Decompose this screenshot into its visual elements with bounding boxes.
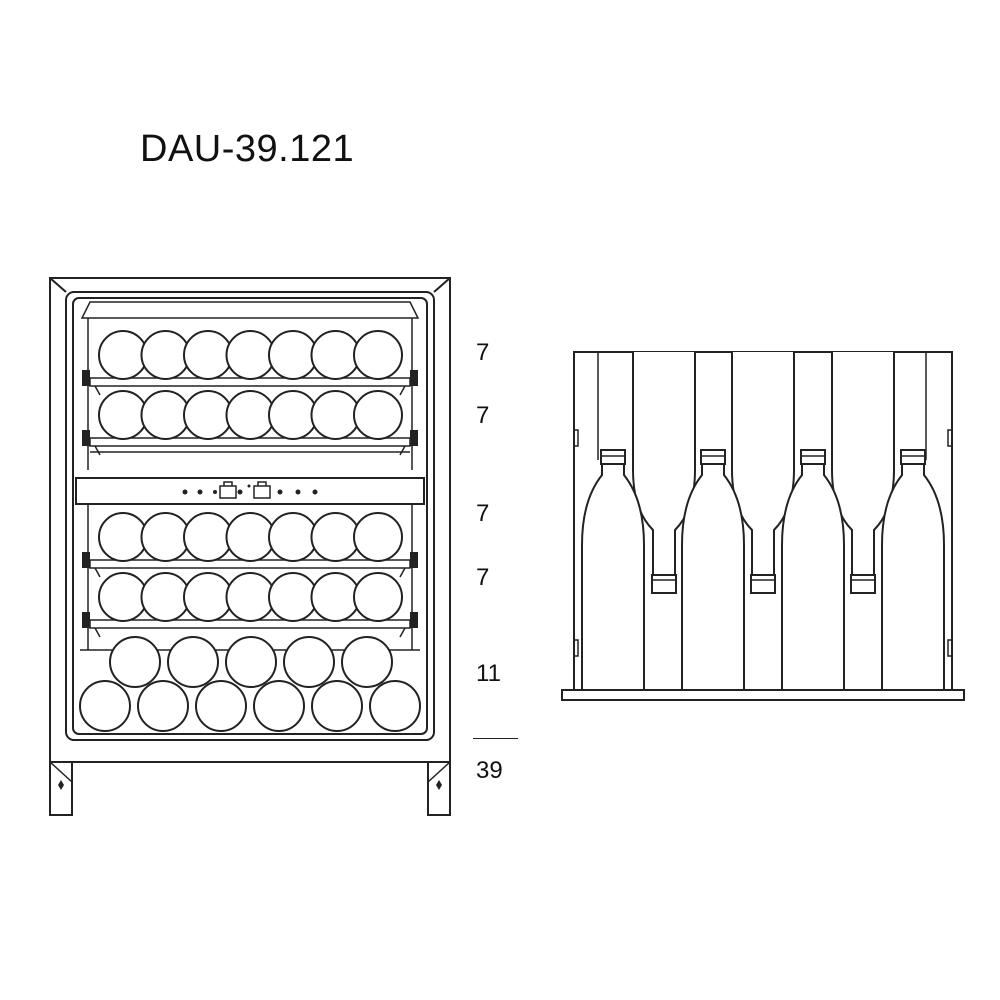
- bottle-end: [353, 330, 403, 380]
- total-divider: [473, 738, 518, 739]
- shelf-count-5: 11: [476, 660, 501, 687]
- bottle-end: [225, 636, 277, 688]
- bottle-end: [195, 680, 247, 732]
- shelf-count-4: 7: [476, 564, 490, 591]
- control-panel: [75, 477, 425, 505]
- bottle-end: [353, 512, 403, 562]
- bottle-end: [369, 680, 421, 732]
- front-bottle: [881, 461, 945, 691]
- bottle-end: [353, 390, 403, 440]
- back-bottle-cap: [651, 574, 677, 594]
- front-bottle-cap: [600, 449, 626, 465]
- door-inner-frame: [72, 297, 428, 735]
- cabinet-outer-frame: [49, 277, 451, 763]
- side-base-shelf: [561, 689, 965, 701]
- shelf-count-3: 7: [476, 500, 490, 527]
- front-bottle: [781, 461, 845, 691]
- back-bottle-cap: [750, 574, 776, 594]
- front-bottle: [681, 461, 745, 691]
- bottle-end: [341, 636, 393, 688]
- bottle-end: [137, 680, 189, 732]
- bottle-end: [353, 572, 403, 622]
- left-leg: [49, 761, 73, 816]
- bottle-end: [253, 680, 305, 732]
- model-title: DAU-39.121: [140, 128, 355, 170]
- shelf-count-1: 7: [476, 339, 490, 366]
- display-left: [219, 485, 237, 499]
- back-bottle-cap: [850, 574, 876, 594]
- front-bottle: [581, 461, 645, 691]
- front-bottle-cap: [800, 449, 826, 465]
- front-bottle-cap: [700, 449, 726, 465]
- display-right: [253, 485, 271, 499]
- bottle-end: [283, 636, 335, 688]
- total-count: 39: [476, 757, 503, 784]
- bottle-end: [109, 636, 161, 688]
- bottle-end: [167, 636, 219, 688]
- bottle-end: [79, 680, 131, 732]
- bottle-end: [311, 680, 363, 732]
- front-bottle-cap: [900, 449, 926, 465]
- shelf-count-2: 7: [476, 402, 490, 429]
- right-leg: [427, 761, 451, 816]
